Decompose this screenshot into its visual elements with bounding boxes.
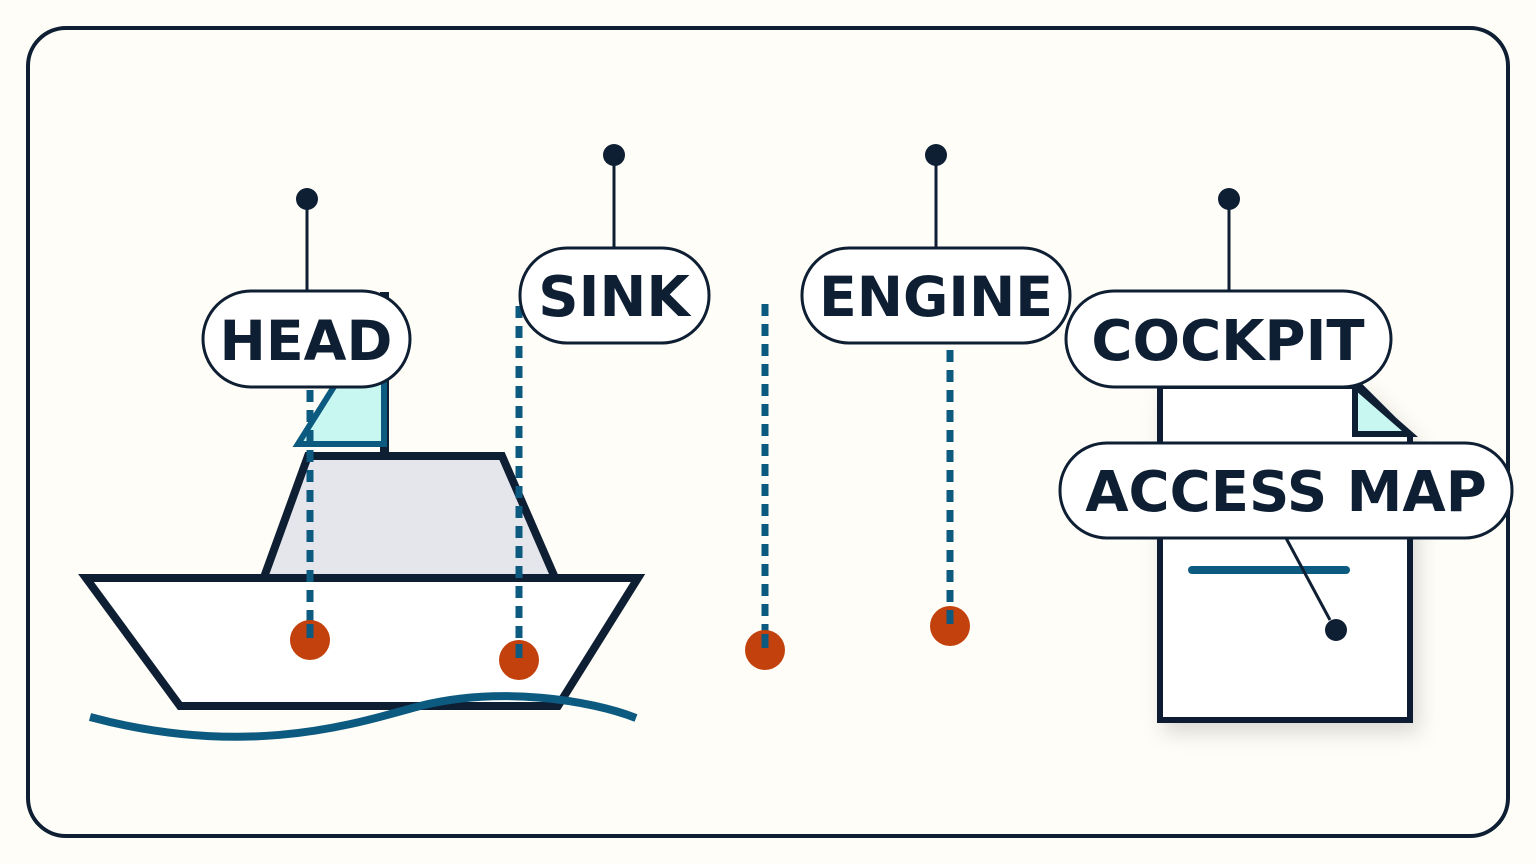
access-map-label-text: ACCESS MAP	[1085, 460, 1487, 525]
engine-label-text: ENGINE	[819, 266, 1053, 330]
marker-dash-ends	[306, 610, 954, 658]
head-label: HEAD	[201, 289, 412, 389]
location-markers	[290, 606, 970, 680]
engine-stem-dot	[925, 144, 947, 166]
cockpit-label: COCKPIT	[1064, 289, 1393, 389]
engine-marker	[930, 606, 970, 646]
location-marker	[745, 630, 785, 670]
label-stem-dots	[296, 144, 1240, 210]
head-label-text: HEAD	[220, 310, 393, 374]
head-stem-dot	[296, 188, 318, 210]
sink-label-pill	[518, 246, 711, 345]
engine-label: ENGINE	[800, 246, 1072, 345]
access-map-label-pill	[1058, 441, 1514, 540]
sink-marker	[499, 640, 539, 680]
cockpit-stem-dot	[1218, 188, 1240, 210]
access-map-dot	[1325, 619, 1347, 641]
sink-stem-dot	[603, 144, 625, 166]
head-label-pill	[201, 289, 412, 389]
label-stems	[305, 155, 1231, 292]
access-map-label: ACCESS MAP	[1058, 441, 1514, 540]
sink-label-text: SINK	[538, 265, 692, 330]
access-map-pointer	[1284, 537, 1332, 621]
sink-label: SINK	[518, 246, 711, 345]
engine-label-pill	[800, 246, 1072, 345]
boat-hull	[78, 574, 646, 710]
location-guides	[306, 304, 954, 660]
head-marker	[290, 620, 330, 660]
access-map-document	[1157, 379, 1418, 723]
water-wave	[88, 692, 638, 741]
cockpit-label-text: COCKPIT	[1091, 309, 1364, 374]
cockpit-label-pill	[1064, 289, 1393, 389]
document-fold	[1352, 379, 1418, 437]
